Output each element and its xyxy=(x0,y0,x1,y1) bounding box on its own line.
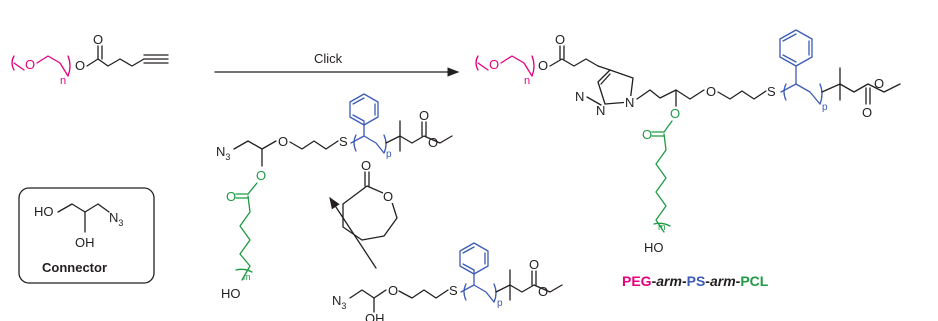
prod-ether-o: O xyxy=(706,84,716,99)
click-arrow: Click xyxy=(214,51,460,77)
rop-arrow xyxy=(329,197,377,269)
mid-repeat-m: m xyxy=(243,272,251,282)
mid-repeat-p: p xyxy=(386,149,392,160)
bottom-sulfur: S xyxy=(449,283,458,298)
caprolactone-reagent: O O xyxy=(342,158,398,241)
peg-repeat-n: n xyxy=(60,75,66,87)
product-name: PEG-arm-PS-arm-PCL xyxy=(622,273,769,289)
connector-azide: N3 xyxy=(109,210,123,228)
carbonyl-oxygen: O xyxy=(93,32,103,47)
connector-box: HO OH N3 Connector xyxy=(18,187,155,284)
lactone-carbonyl-oxygen: O xyxy=(361,158,371,173)
mid-sulfur: S xyxy=(339,134,348,149)
triazole-n1: N xyxy=(625,95,634,110)
prod-repeat-n: n xyxy=(524,75,530,87)
prod-repeat-p: p xyxy=(822,102,828,113)
prod-sulfur: S xyxy=(767,84,776,99)
bottom-carbonyl-o: O xyxy=(529,257,539,272)
prod-terminal-ho: HO xyxy=(644,240,664,255)
prod-pcl-o: O xyxy=(670,106,680,121)
mid-pcl-carbonyl-o: O xyxy=(226,189,236,204)
prod-pcl-carbonyl-o: O xyxy=(642,127,652,142)
azido-ps-pcl-intermediate: N3 O S p O O O O m HO xyxy=(216,93,453,301)
prod-peg-oxygen: O xyxy=(489,57,499,72)
bottom-repeat-p: p xyxy=(497,298,503,309)
mid-ester-o: O xyxy=(428,135,438,150)
lactone-ring-oxygen: O xyxy=(383,189,393,204)
bottom-ether-o: O xyxy=(388,283,398,298)
mid-pcl-o: O xyxy=(256,168,266,183)
ester-oxygen: O xyxy=(75,58,85,73)
prod-carbonyl-o: O xyxy=(555,32,565,47)
bottom-ester-o: O xyxy=(538,284,548,299)
prod-carbonyl-o2: O xyxy=(862,105,872,120)
mid-terminal-ho: HO xyxy=(221,286,241,301)
mid-ether-o: O xyxy=(278,134,288,149)
connector-label: Connector xyxy=(42,260,107,275)
peg-alkyne-reactant: O n O O xyxy=(11,32,169,87)
connector-ho: HO xyxy=(34,204,54,219)
miktoarm-product: O n O O N N N O S p O xyxy=(475,29,901,255)
prod-repeat-m: m xyxy=(658,222,666,232)
triazole-n3: N xyxy=(575,89,584,104)
bottom-oh: OH xyxy=(365,311,385,321)
triazole-n2: N xyxy=(596,103,605,118)
prod-ester-o2: O xyxy=(874,76,884,91)
mid-carbonyl-o: O xyxy=(419,108,429,123)
connector-oh: OH xyxy=(75,235,95,250)
bottom-azide: N3 xyxy=(332,293,346,311)
click-label: Click xyxy=(314,51,343,66)
peg-oxygen: O xyxy=(25,57,35,72)
azido-diol-ps-reagent: N3 OH O S p O O xyxy=(332,242,563,321)
mid-azide: N3 xyxy=(216,144,230,162)
prod-ester-o: O xyxy=(538,58,548,73)
